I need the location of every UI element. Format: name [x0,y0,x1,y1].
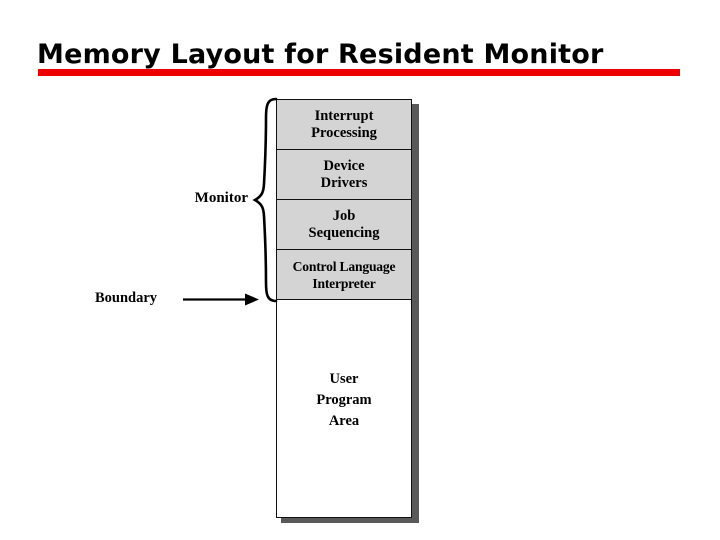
memory-block-label-line2: Program [316,392,372,408]
boundary-label: Boundary [95,290,158,306]
memory-block-label-line1: User [329,371,359,387]
memory-block-label-line1: Interrupt [314,107,374,124]
memory-block-label-line2: Sequencing [308,224,380,241]
title-underline-rule [38,69,680,76]
memory-block-device-drivers: Device Drivers [276,149,412,200]
memory-block-label-line1: Device [323,157,365,174]
memory-block-label-line2: Drivers [320,174,368,191]
memory-block-interrupt-processing: Interrupt Processing [276,99,412,150]
memory-block-label: Interrupt Processing [311,108,377,142]
memory-block-label-line2: Processing [311,124,377,141]
page-title: Memory Layout for Resident Monitor [37,39,604,70]
monitor-brace-icon [252,97,278,303]
memory-block-label-line1: Control Language [292,258,396,274]
memory-block-label: Control Language Interpreter [293,258,396,292]
memory-block-label: Job Sequencing [309,208,380,242]
memory-block-label-line3: Area [328,413,360,429]
memory-block-label: Device Drivers [321,158,368,192]
boundary-arrow-icon [183,293,259,306]
memory-block-control-language-interpreter: Control Language Interpreter [276,249,412,300]
memory-block-label: User Program Area [316,369,371,432]
memory-block-label-line2: Interpreter [312,275,376,291]
memory-block-user-program-area: User Program Area [276,299,412,518]
memory-block-job-sequencing: Job Sequencing [276,199,412,250]
memory-block-label-line1: Job [332,207,356,224]
memory-column: Interrupt Processing Device Drivers Job … [276,99,412,518]
monitor-label: Monitor [194,190,248,206]
